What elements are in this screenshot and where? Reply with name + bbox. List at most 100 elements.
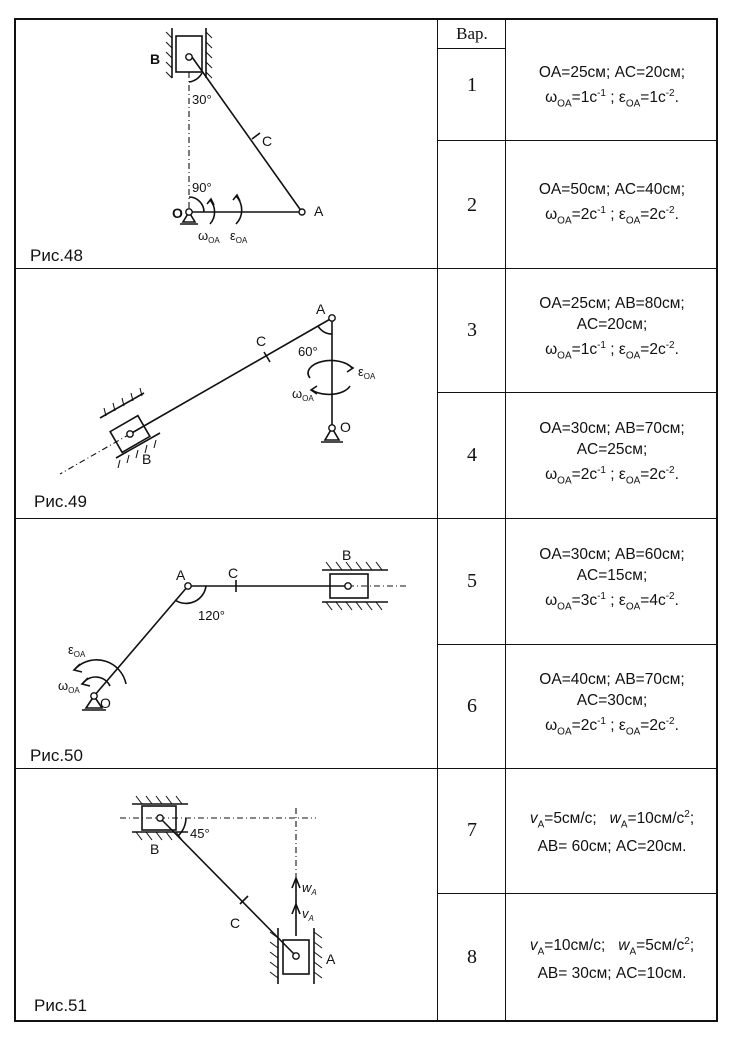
figure-caption: Рис.50 bbox=[30, 746, 83, 765]
variant-column-header: Вар. bbox=[456, 24, 488, 43]
epsilon-label: εOA bbox=[68, 642, 86, 659]
slider-b bbox=[329, 573, 369, 599]
v-label: vA bbox=[302, 906, 314, 923]
label-a: A bbox=[326, 951, 336, 967]
label-c: C bbox=[256, 333, 266, 349]
arc-120 bbox=[174, 585, 207, 605]
label-b: B bbox=[342, 547, 351, 563]
angle-30: 30° bbox=[192, 92, 212, 107]
figure-51-diagram: B C A 45° wA vA bbox=[120, 795, 336, 984]
param-line: AC=25см; bbox=[576, 441, 648, 459]
row-line-v1 bbox=[437, 140, 718, 141]
angle-45: 45° bbox=[190, 826, 210, 841]
label-a: A bbox=[314, 203, 324, 219]
omega-arrow bbox=[209, 199, 216, 225]
arc-90 bbox=[188, 196, 205, 213]
label-c: C bbox=[230, 915, 240, 931]
label-o: O bbox=[340, 419, 351, 435]
variant-params: OA=30см; AB=60см; AC=15см; ωOA=3с-1 ; εO… bbox=[506, 518, 718, 644]
variant-number: 3 bbox=[467, 318, 477, 341]
param-line: ωOA=2с-1 ; εOA=2с-2. bbox=[545, 465, 679, 487]
variant-number: 8 bbox=[467, 946, 477, 968]
param-line: ωOA=2с-1 ; εOA=2с-2. bbox=[545, 204, 679, 227]
omega-label: ωOA bbox=[292, 386, 314, 403]
label-o: O bbox=[100, 695, 111, 711]
label-b: B bbox=[142, 451, 151, 467]
arc-45 bbox=[177, 817, 187, 837]
param-line: OA=30см; AB=70см; bbox=[539, 420, 685, 438]
epsilon-arrow bbox=[307, 359, 353, 379]
param-line: AB= 60см; AC=20см. bbox=[537, 837, 687, 855]
angle-60: 60° bbox=[298, 344, 318, 359]
slider-b bbox=[109, 414, 151, 454]
omega-arrow bbox=[311, 385, 351, 396]
param-line: OA=50см; AC=40см; bbox=[538, 180, 686, 198]
param-line: vA=5см/с; wA=10см/с2; bbox=[529, 809, 695, 831]
variant-params: OA=50см; AC=40см; ωOA=2с-1 ; εOA=2с-2. bbox=[506, 140, 718, 270]
mark-c bbox=[263, 351, 271, 363]
variant-params: vA=10см/с; wA=5см/с2; AB= 30см; AC=10см. bbox=[506, 893, 718, 1022]
slider-a bbox=[282, 939, 310, 975]
figure-48-diagram: B C O A 30° 90° ωOA εOA bbox=[150, 28, 324, 245]
w-label: wA bbox=[302, 880, 317, 897]
variant-params: OA=25см; AC=20см; ωOA=1с-1 ; εOA=1с-2. bbox=[506, 20, 718, 140]
omega-label: ωOA bbox=[58, 678, 80, 695]
variant-number: 5 bbox=[467, 569, 477, 592]
mark-c bbox=[251, 132, 261, 140]
param-line: OA=25см; AC=20см; bbox=[538, 63, 686, 81]
row-line-49 bbox=[14, 518, 718, 519]
param-line: ωOA=1с-1 ; εOA=1с-2. bbox=[545, 87, 679, 110]
param-line: vA=10см/с; wA=5см/с2; bbox=[529, 936, 695, 958]
arc-60 bbox=[317, 325, 333, 335]
label-c: C bbox=[228, 565, 238, 581]
row-line-v3 bbox=[437, 392, 718, 393]
link-ab bbox=[159, 817, 297, 957]
figure-50-diagram: A C B O 120° εOA ωOA bbox=[58, 547, 408, 711]
label-c: C bbox=[262, 133, 272, 149]
variant-number: 2 bbox=[467, 193, 477, 216]
variant-params: vA=5см/с; wA=10см/с2; AB= 60см; AC=20см. bbox=[506, 768, 718, 893]
table-frame bbox=[14, 18, 718, 1022]
angle-120: 120° bbox=[198, 608, 225, 623]
row-line-v5 bbox=[437, 644, 718, 645]
variant-number: 7 bbox=[467, 819, 477, 841]
row-line-v7 bbox=[437, 893, 718, 894]
variant-params: OA=40см; AB=70см; AC=30см; ωOA=2с-1 ; εO… bbox=[506, 644, 718, 768]
param-line: ωOA=1с-1 ; εOA=2с-2. bbox=[545, 340, 679, 362]
param-line: ωOA=2с-1 ; εOA=2с-2. bbox=[545, 716, 679, 738]
label-b: B bbox=[150, 51, 160, 67]
label-a: A bbox=[316, 301, 326, 317]
row-line-48 bbox=[14, 268, 718, 269]
figure-49-diagram: A C B O 60° εOA ωOA bbox=[59, 301, 376, 475]
label-o: O bbox=[172, 205, 183, 221]
divider-variants bbox=[505, 18, 506, 1022]
link-ab bbox=[191, 56, 303, 213]
param-line: ωOA=3с-1 ; εOA=4с-2. bbox=[545, 591, 679, 613]
mark-c bbox=[239, 895, 249, 905]
arc-30 bbox=[188, 72, 203, 83]
variant-number: 4 bbox=[467, 443, 477, 466]
header-line bbox=[437, 48, 506, 49]
label-b: B bbox=[150, 841, 159, 857]
param-line: AC=30см; bbox=[576, 692, 648, 710]
param-line: AC=15см; bbox=[576, 567, 648, 585]
variant-number: 1 bbox=[467, 73, 477, 96]
variant-number: 6 bbox=[467, 694, 477, 717]
label-a: A bbox=[176, 567, 186, 583]
row-line-50 bbox=[14, 768, 718, 769]
epsilon-arrow bbox=[75, 659, 127, 685]
figure-caption: Рис.48 bbox=[30, 246, 83, 265]
param-line: OA=40см; AB=70см; bbox=[539, 671, 685, 689]
link-oa bbox=[93, 585, 189, 697]
param-line: OA=25см; AB=80см; bbox=[539, 295, 685, 313]
param-line: OA=30см; AB=60см; bbox=[539, 546, 685, 564]
param-line: AB= 30см; AC=10см. bbox=[537, 964, 687, 982]
variant-params: OA=25см; AB=80см; AC=20см; ωOA=1с-1 ; εO… bbox=[506, 268, 718, 392]
figure-caption: Рис.49 bbox=[34, 492, 87, 511]
omega-label: ωOA bbox=[198, 228, 220, 245]
link-ab bbox=[129, 317, 333, 435]
epsilon-label: εOA bbox=[230, 228, 248, 245]
figure-caption: Рис.51 bbox=[34, 996, 87, 1015]
param-line: AC=20см; bbox=[576, 316, 648, 334]
